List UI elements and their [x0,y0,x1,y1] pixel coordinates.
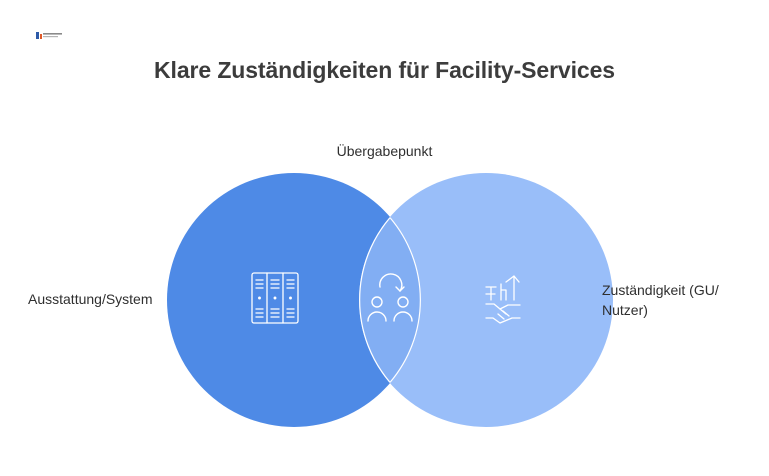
right-label: Zuständigkeit (GU/ Nutzer) [602,280,752,320]
left-label: Ausstattung/System [28,291,153,307]
people-handover-icon [367,273,413,322]
server-cabinet-icon [251,272,299,324]
venn-right-circle [359,173,613,427]
brand-logo-icon [36,32,62,39]
overlap-label: Übergabepunkt [336,143,433,159]
handshake-building-icon [485,275,521,324]
page-title: Klare Zuständigkeiten für Facility-Servi… [154,57,615,83]
right-label-line1: Zuständigkeit (GU/ [602,282,719,298]
venn-left-circle [167,173,421,427]
right-label-line2: Nutzer) [602,302,648,318]
